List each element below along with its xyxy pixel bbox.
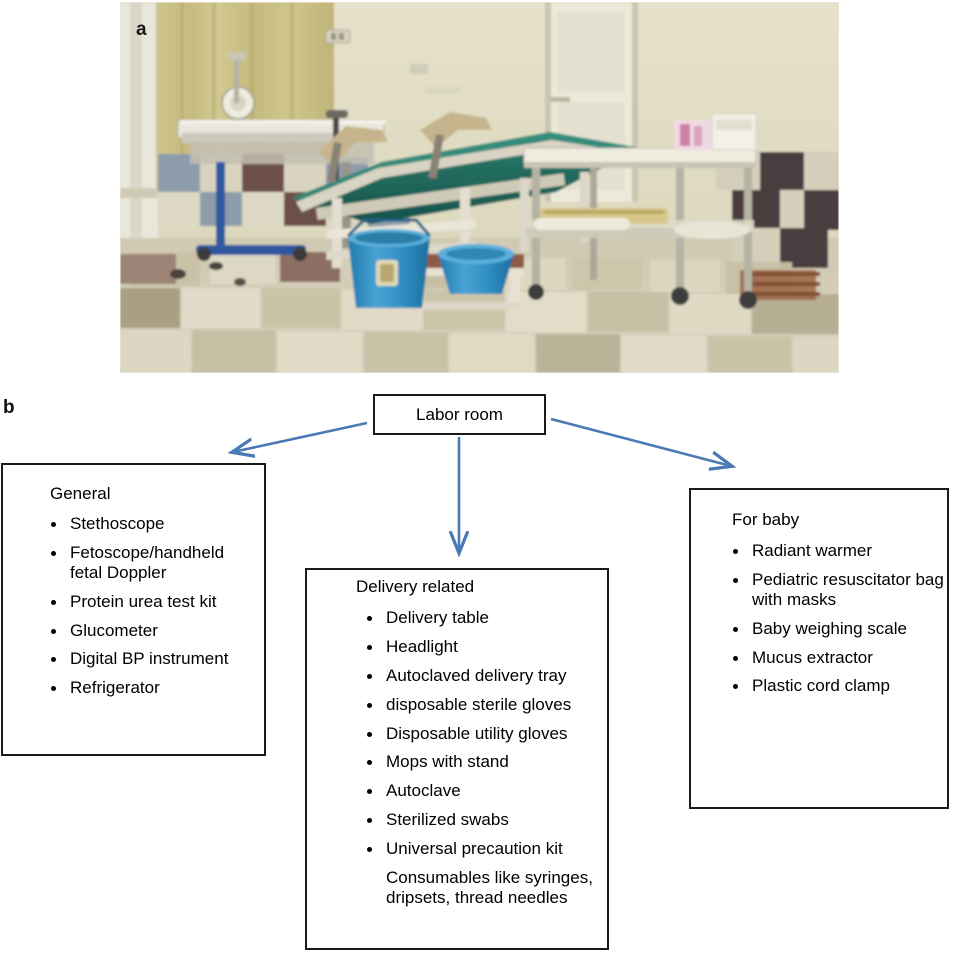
- labor-room-label: Labor room: [416, 405, 503, 424]
- arrow-to-general: [233, 421, 368, 452]
- labor-room-photo-illustration: [120, 2, 839, 373]
- flowchart-node-labor-room[interactable]: Labor room: [373, 394, 546, 435]
- list-item: Autoclaved delivery tray: [364, 666, 609, 686]
- delivery-heading: Delivery related: [356, 577, 475, 596]
- list-item: Baby weighing scale: [730, 619, 946, 639]
- arrow-to-baby: [550, 417, 731, 466]
- list-item: Refrigerator: [48, 678, 260, 698]
- panel-label-b: b: [3, 397, 15, 418]
- list-item: Autoclave: [364, 781, 609, 801]
- list-item: Pediatric resuscitator bag with masks: [730, 570, 946, 610]
- list-item: Disposable utility gloves: [364, 724, 609, 744]
- flowchart-node-delivery-related[interactable]: Delivery related Delivery table Headligh…: [305, 568, 609, 950]
- list-item: Plastic cord clamp: [730, 676, 946, 696]
- list-item: Glucometer: [48, 621, 260, 641]
- baby-list: Radiant warmer Pediatric resuscitator ba…: [730, 541, 946, 705]
- baby-heading: For baby: [732, 510, 800, 529]
- list-item: Sterilized swabs: [364, 810, 609, 830]
- list-item: Protein urea test kit: [48, 592, 260, 612]
- list-item: Radiant warmer: [730, 541, 946, 561]
- list-item: Consumables like syringes, dripsets, thr…: [386, 867, 593, 907]
- panel-label-a: a: [136, 19, 147, 40]
- labor-room-photo: [120, 2, 839, 373]
- list-item: Mops with stand: [364, 752, 609, 772]
- delivery-list: Delivery table Headlight Autoclaved deli…: [364, 608, 609, 917]
- list-item: Delivery table: [364, 608, 609, 628]
- flowchart-node-for-baby[interactable]: For baby Radiant warmer Pediatric resusc…: [689, 488, 949, 809]
- list-item: Universal precaution kit: [364, 839, 609, 859]
- general-heading: General: [50, 484, 111, 503]
- list-item: Stethoscope: [48, 514, 260, 534]
- list-item: Digital BP instrument: [48, 649, 260, 669]
- flowchart-node-general[interactable]: General Stethoscope Fetoscope/handheld f…: [1, 463, 266, 756]
- list-item: Headlight: [364, 637, 609, 657]
- list-item: Fetoscope/handheld fetal Doppler: [48, 543, 260, 583]
- list-item: Mucus extractor: [730, 648, 946, 668]
- general-list: Stethoscope Fetoscope/handheld fetal Dop…: [48, 514, 260, 707]
- list-item: disposable sterile gloves: [364, 695, 609, 715]
